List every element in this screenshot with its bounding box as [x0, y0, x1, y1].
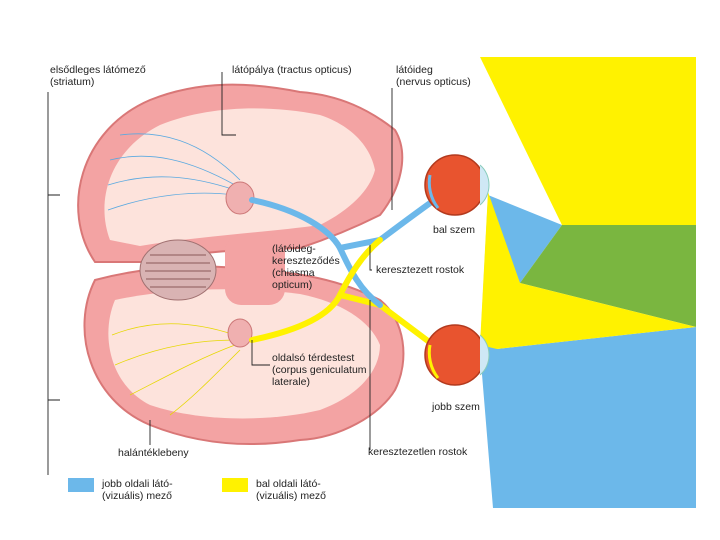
label-optic-tract: látópálya (tractus opticus) — [232, 64, 352, 76]
lateral-geniculate-lower — [228, 319, 252, 347]
label-right-eye: jobb szem — [432, 401, 480, 413]
left-eye — [425, 155, 489, 215]
legend-blue-swatch — [68, 478, 94, 492]
right-eye — [425, 325, 489, 385]
cerebellum — [140, 240, 216, 300]
left-eyeball — [425, 155, 485, 215]
left-visual-field-yellow — [480, 57, 696, 225]
label-optic-nerve: látóideg (nervus opticus) — [396, 64, 471, 88]
label-primary-visual-cortex: elsődleges látómező (striatum) — [50, 64, 146, 88]
label-left-eye: bal szem — [433, 224, 475, 236]
label-lateral-geniculate: oldalsó térdestest (corpus geniculatum l… — [272, 352, 367, 388]
legend-blue-text: jobb oldali látó- (vizuális) mező — [102, 478, 173, 502]
label-temporal-lobe: halántéklebeny — [118, 447, 189, 459]
legend-yellow-swatch — [222, 478, 248, 492]
leader-primary-cortex — [48, 92, 60, 475]
label-optic-chiasm: (látóideg- kereszteződés (chiasma opticu… — [272, 243, 340, 291]
visual-fields — [480, 57, 696, 508]
label-crossed-fibers: keresztezett rostok — [376, 264, 464, 276]
label-uncrossed-fibers: keresztezetlen rostok — [368, 446, 467, 458]
right-eyeball — [425, 325, 485, 385]
legend-yellow-text: bal oldali látó- (vizuális) mező — [256, 478, 326, 502]
